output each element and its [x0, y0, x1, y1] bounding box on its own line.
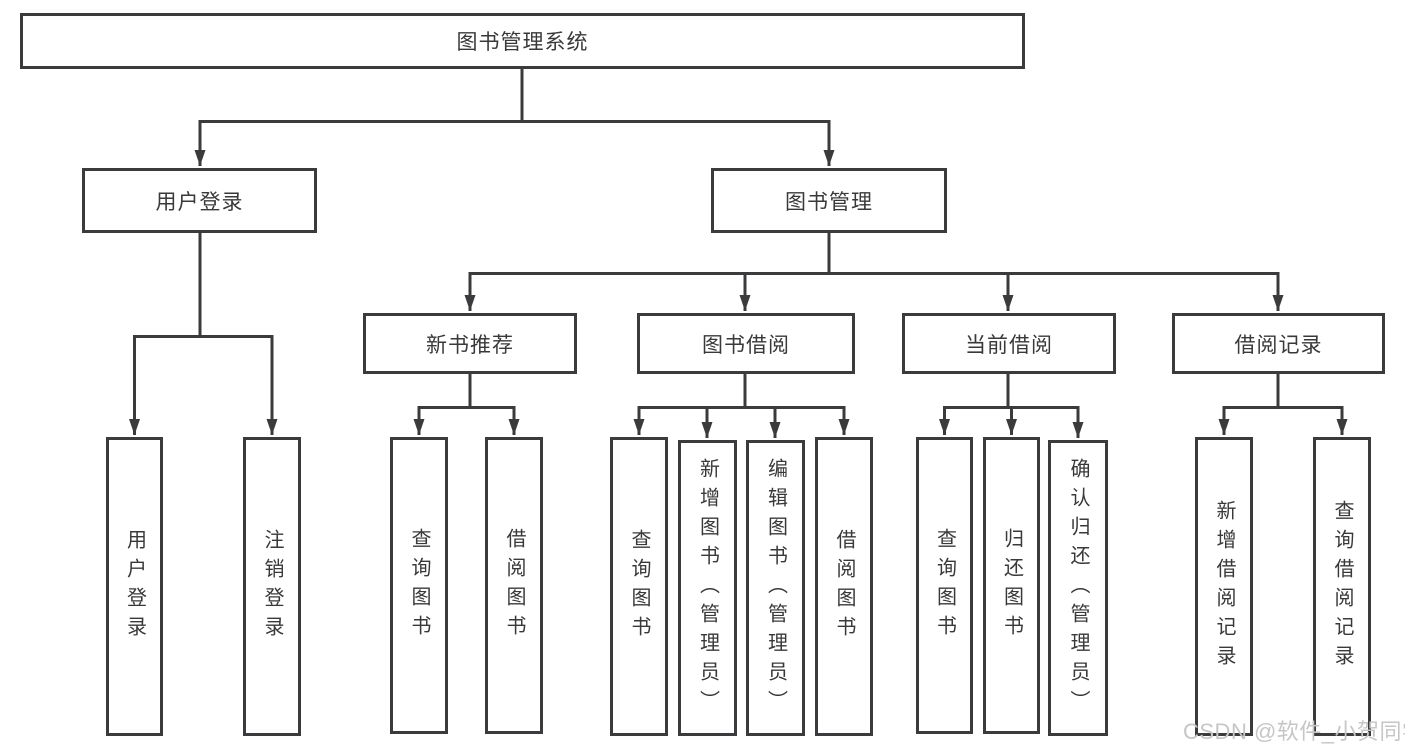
leaf-logout: 注销登录 — [243, 437, 301, 736]
node-label: 借阅记录 — [1234, 333, 1323, 357]
leaf-label: 归还图书 — [1000, 527, 1023, 644]
leaf-query-books: 查询图书 — [610, 437, 668, 736]
leaf-user-login: 用户登录 — [106, 437, 163, 736]
leaf-confirm-return-admin: 确认归还（管理员） — [1048, 440, 1108, 736]
leaf-return-books: 归还图书 — [983, 437, 1040, 734]
node-new-book-recommend: 新书推荐 — [363, 313, 577, 374]
leaf-query-books: 查询图书 — [390, 437, 448, 734]
node-current-borrowing: 当前借阅 — [902, 313, 1116, 374]
leaf-label: 编辑图书（管理员） — [764, 457, 787, 719]
leaf-query-books: 查询图书 — [916, 437, 973, 734]
node-label: 图书管理系统 — [456, 31, 589, 54]
node-book-borrowing: 图书借阅 — [637, 313, 855, 374]
leaf-borrow-books: 借阅图书 — [485, 437, 543, 734]
node-label: 图书管理 — [785, 190, 873, 214]
node-user-login: 用户登录 — [82, 168, 317, 233]
leaf-label: 查询图书 — [628, 528, 650, 645]
leaf-label: 用户登录 — [123, 528, 146, 645]
leaf-label: 确认归还（管理员） — [1067, 457, 1089, 719]
leaf-label: 查询图书 — [933, 527, 956, 644]
node-borrowing-records: 借阅记录 — [1172, 313, 1385, 374]
leaf-edit-books-admin: 编辑图书（管理员） — [746, 440, 805, 736]
leaf-add-borrow-record: 新增借阅记录 — [1195, 437, 1253, 736]
leaf-label: 借阅图书 — [833, 528, 855, 645]
leaf-add-books-admin: 新增图书（管理员） — [678, 440, 737, 736]
node-book-management: 图书管理 — [711, 168, 947, 233]
leaf-query-borrow-record: 查询借阅记录 — [1313, 437, 1371, 736]
node-label: 当前借阅 — [965, 333, 1053, 357]
leaf-label: 借阅图书 — [503, 527, 525, 644]
node-label: 图书借阅 — [702, 333, 790, 357]
node-label: 新书推荐 — [426, 333, 514, 357]
csdn-watermark: CSDN @软件_小贺同学 — [1183, 719, 1405, 744]
leaf-label: 注销登录 — [261, 528, 283, 645]
node-label: 用户登录 — [155, 190, 244, 214]
leaf-label: 查询借阅记录 — [1331, 499, 1353, 674]
node-library-management-system: 图书管理系统 — [20, 13, 1025, 69]
leaf-label: 新增借阅记录 — [1213, 499, 1235, 674]
leaf-label: 新增图书（管理员） — [696, 457, 719, 719]
leaf-borrow-books: 借阅图书 — [815, 437, 873, 736]
leaf-label: 查询图书 — [408, 527, 430, 644]
